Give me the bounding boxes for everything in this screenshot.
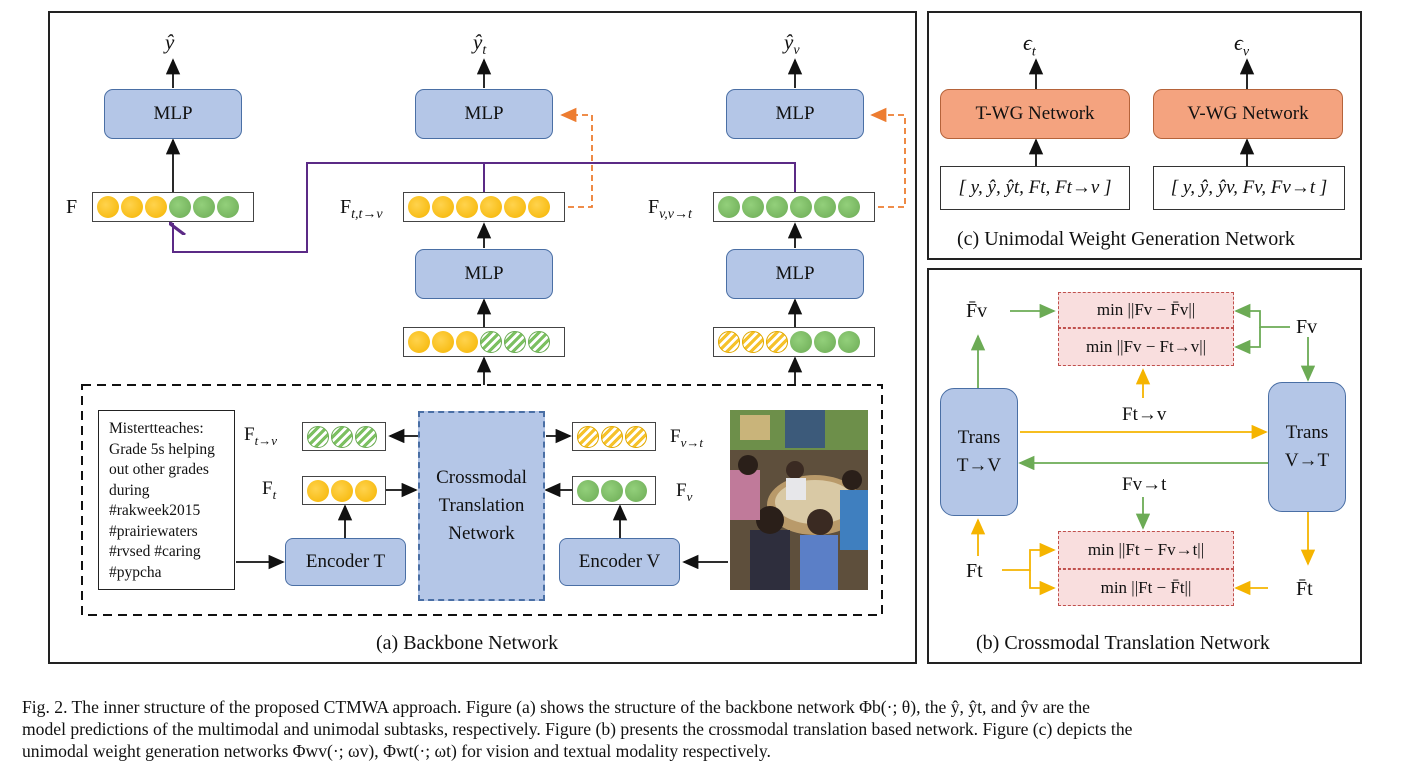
t-wg-network: T-WG Network bbox=[940, 89, 1130, 139]
vector-F-t bbox=[302, 476, 386, 505]
panel-b-frame bbox=[927, 268, 1362, 664]
encoder-v: Encoder V bbox=[559, 538, 680, 586]
output-yt-hat: ŷt bbox=[473, 30, 487, 59]
caption-panel-a: (a) Backbone Network bbox=[376, 632, 559, 654]
caption-panel-b: (b) Crossmodal Translation Network bbox=[976, 632, 1270, 654]
encoder-t: Encoder T bbox=[285, 538, 406, 586]
figure-caption-line-1: Fig. 2. The inner structure of the propo… bbox=[22, 697, 1090, 717]
min-fv-fbarv: min ||Fv − F̄v|| bbox=[1058, 292, 1234, 328]
label-ft-to-v: Ft→v bbox=[1122, 404, 1167, 425]
label-F-t-to-v: Ft→v bbox=[244, 424, 277, 448]
min-ft-fvt: min ||Ft − Fv→t|| bbox=[1058, 531, 1234, 569]
classroom-photo bbox=[730, 410, 868, 590]
trans-t-to-v: Trans T→V bbox=[940, 388, 1018, 516]
tweet-text-input: Mistertteaches: Grade 5s helping out oth… bbox=[98, 410, 235, 590]
mlp-multimodal: MLP bbox=[104, 89, 242, 139]
panel-a-frame bbox=[48, 11, 917, 664]
vector-F-t-tv bbox=[403, 192, 565, 222]
panel-c-frame bbox=[927, 11, 1362, 260]
caption-panel-c: (c) Unimodal Weight Generation Network bbox=[957, 228, 1295, 250]
vector-F-v bbox=[572, 476, 656, 505]
label-F-v-vt: Fv,v→t bbox=[648, 196, 692, 222]
t-wg-input: [ y, ŷ, ŷt, Ft, Ft→v ] bbox=[940, 166, 1130, 210]
figure-caption-line-3: unimodal weight generation networks Φwv(… bbox=[22, 741, 771, 761]
mlp-text-head: MLP bbox=[415, 89, 553, 139]
vector-vision-concat bbox=[713, 327, 875, 357]
label-fv-input: Fv bbox=[1296, 316, 1318, 338]
output-y-hat: ŷ bbox=[165, 30, 175, 54]
label-F-t: Ft bbox=[262, 478, 277, 502]
figure-caption: Fig. 2. The inner structure of the propo… bbox=[22, 696, 1388, 762]
vector-text-concat bbox=[403, 327, 565, 357]
figure-caption-line-2: model predictions of the multimodal and … bbox=[22, 719, 1133, 739]
vector-F-v-to-t bbox=[572, 422, 656, 451]
mlp-text-fusion: MLP bbox=[415, 249, 553, 299]
label-F: F bbox=[66, 196, 78, 218]
trans-v-to-t: Trans V→T bbox=[1268, 382, 1346, 512]
label-fbar-t: F̄t bbox=[1296, 578, 1313, 600]
vector-F bbox=[92, 192, 254, 222]
v-wg-network: V-WG Network bbox=[1153, 89, 1343, 139]
label-fv-to-t: Fv→t bbox=[1122, 474, 1167, 495]
v-wg-input: [ y, ŷ, ŷv, Fv, Fv→t ] bbox=[1153, 166, 1345, 210]
label-F-t-tv: Ft,t→v bbox=[340, 196, 383, 222]
epsilon-t: ϵt bbox=[1023, 30, 1036, 60]
mlp-vision-fusion: MLP bbox=[726, 249, 864, 299]
min-ft-fbart: min ||Ft − F̄t|| bbox=[1058, 569, 1234, 606]
label-F-v: Fv bbox=[676, 480, 693, 504]
label-F-v-to-t: Fv→t bbox=[670, 426, 703, 450]
epsilon-v: ϵv bbox=[1234, 30, 1250, 60]
label-fbar-v: F̄v bbox=[966, 300, 988, 322]
mlp-vision-head: MLP bbox=[726, 89, 864, 139]
min-fv-ftv: min ||Fv − Ft→v|| bbox=[1058, 328, 1234, 366]
vector-F-v-vt bbox=[713, 192, 875, 222]
label-ft-input: Ft bbox=[966, 560, 983, 582]
output-yv-hat: ŷv bbox=[784, 30, 800, 59]
crossmodal-translation-network: Crossmodal Translation Network bbox=[418, 411, 545, 601]
vector-F-t-to-v bbox=[302, 422, 386, 451]
